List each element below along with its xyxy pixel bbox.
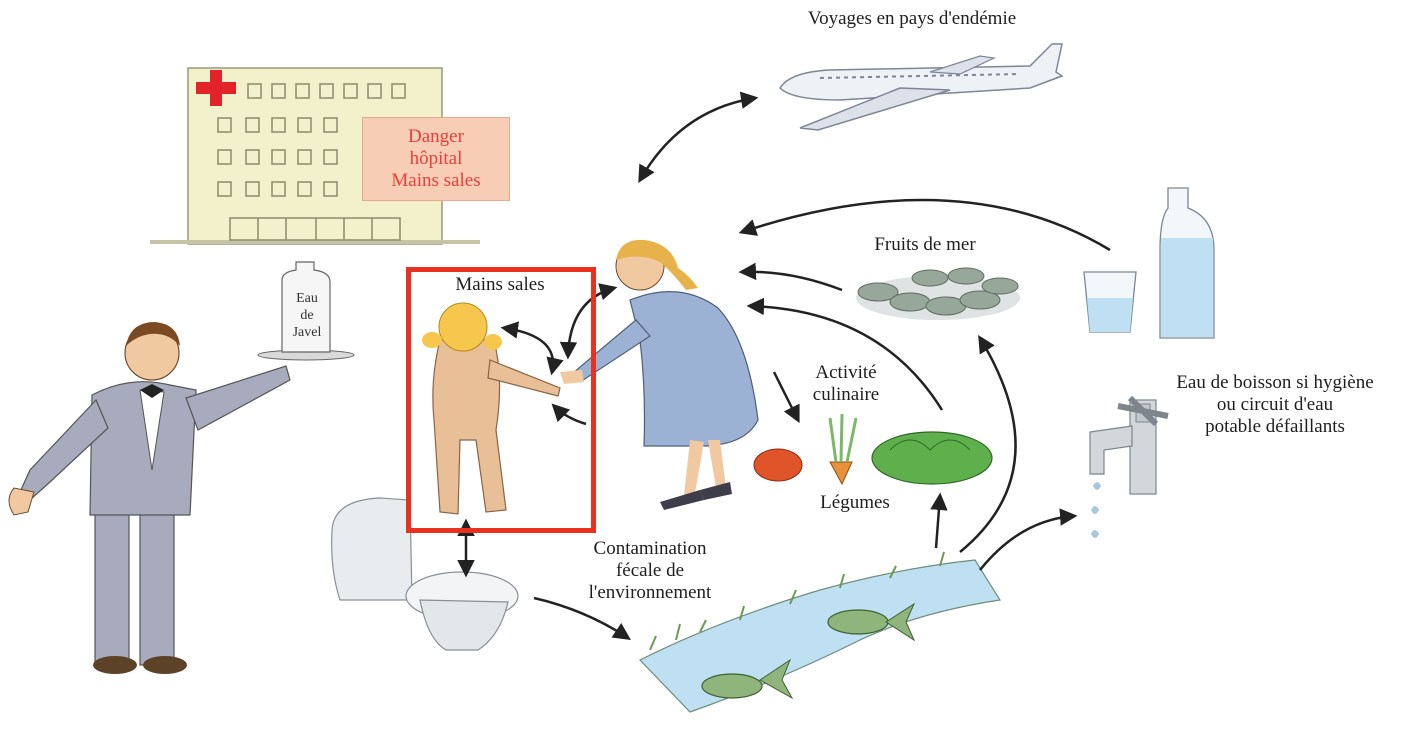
carrot-icon bbox=[830, 414, 856, 484]
bleach-bottle-label: Eau de Javel bbox=[280, 290, 334, 341]
arrow-toilet-to-stream bbox=[534, 598, 628, 638]
label-cooking-line-2: culinaire bbox=[786, 384, 906, 406]
bleach-line-2: de bbox=[280, 307, 334, 324]
hospital-sign: Danger hôpital Mains sales bbox=[362, 117, 510, 201]
label-water-line-3: potable défaillants bbox=[1140, 416, 1410, 438]
label-fecal-line-2: fécale de bbox=[560, 560, 740, 582]
label-fecal-contamination: Contamination fécale de l'environnement bbox=[560, 538, 740, 604]
tomato-icon bbox=[754, 449, 802, 481]
arrow-stream-to-tap bbox=[980, 516, 1074, 570]
highlight-box bbox=[406, 267, 596, 533]
label-seafood: Fruits de mer bbox=[850, 234, 1000, 256]
label-vegetables: Légumes bbox=[800, 492, 910, 514]
airplane-icon bbox=[780, 44, 1062, 130]
label-water-line-2: ou circuit d'eau bbox=[1140, 394, 1410, 416]
label-water-line-1: Eau de boisson si hygiène bbox=[1140, 372, 1410, 394]
arrow-travel bbox=[640, 98, 755, 180]
label-fecal-line-3: l'environnement bbox=[560, 582, 740, 604]
lettuce-icon bbox=[872, 432, 992, 484]
label-cooking-line-1: Activité bbox=[786, 362, 906, 384]
label-cooking: Activité culinaire bbox=[786, 362, 906, 406]
water-glass-icon bbox=[1084, 272, 1136, 332]
arrow-stream-to-lettuce bbox=[936, 496, 940, 548]
arrow-seafood-to-woman bbox=[742, 272, 842, 290]
label-drinking-water: Eau de boisson si hygiène ou circuit d'e… bbox=[1140, 372, 1410, 438]
label-fecal-line-1: Contamination bbox=[560, 538, 740, 560]
hospital-sign-line-3: Mains sales bbox=[391, 170, 480, 192]
water-bottle-icon bbox=[1160, 188, 1214, 338]
label-travel: Voyages en pays d'endémie bbox=[742, 8, 1082, 30]
hospital-sign-line-2: hôpital bbox=[410, 148, 463, 170]
seafood-icon bbox=[856, 268, 1020, 320]
hospital-sign-line-1: Danger bbox=[408, 126, 464, 148]
bleach-line-1: Eau bbox=[280, 290, 334, 307]
bleach-line-3: Javel bbox=[280, 324, 334, 341]
